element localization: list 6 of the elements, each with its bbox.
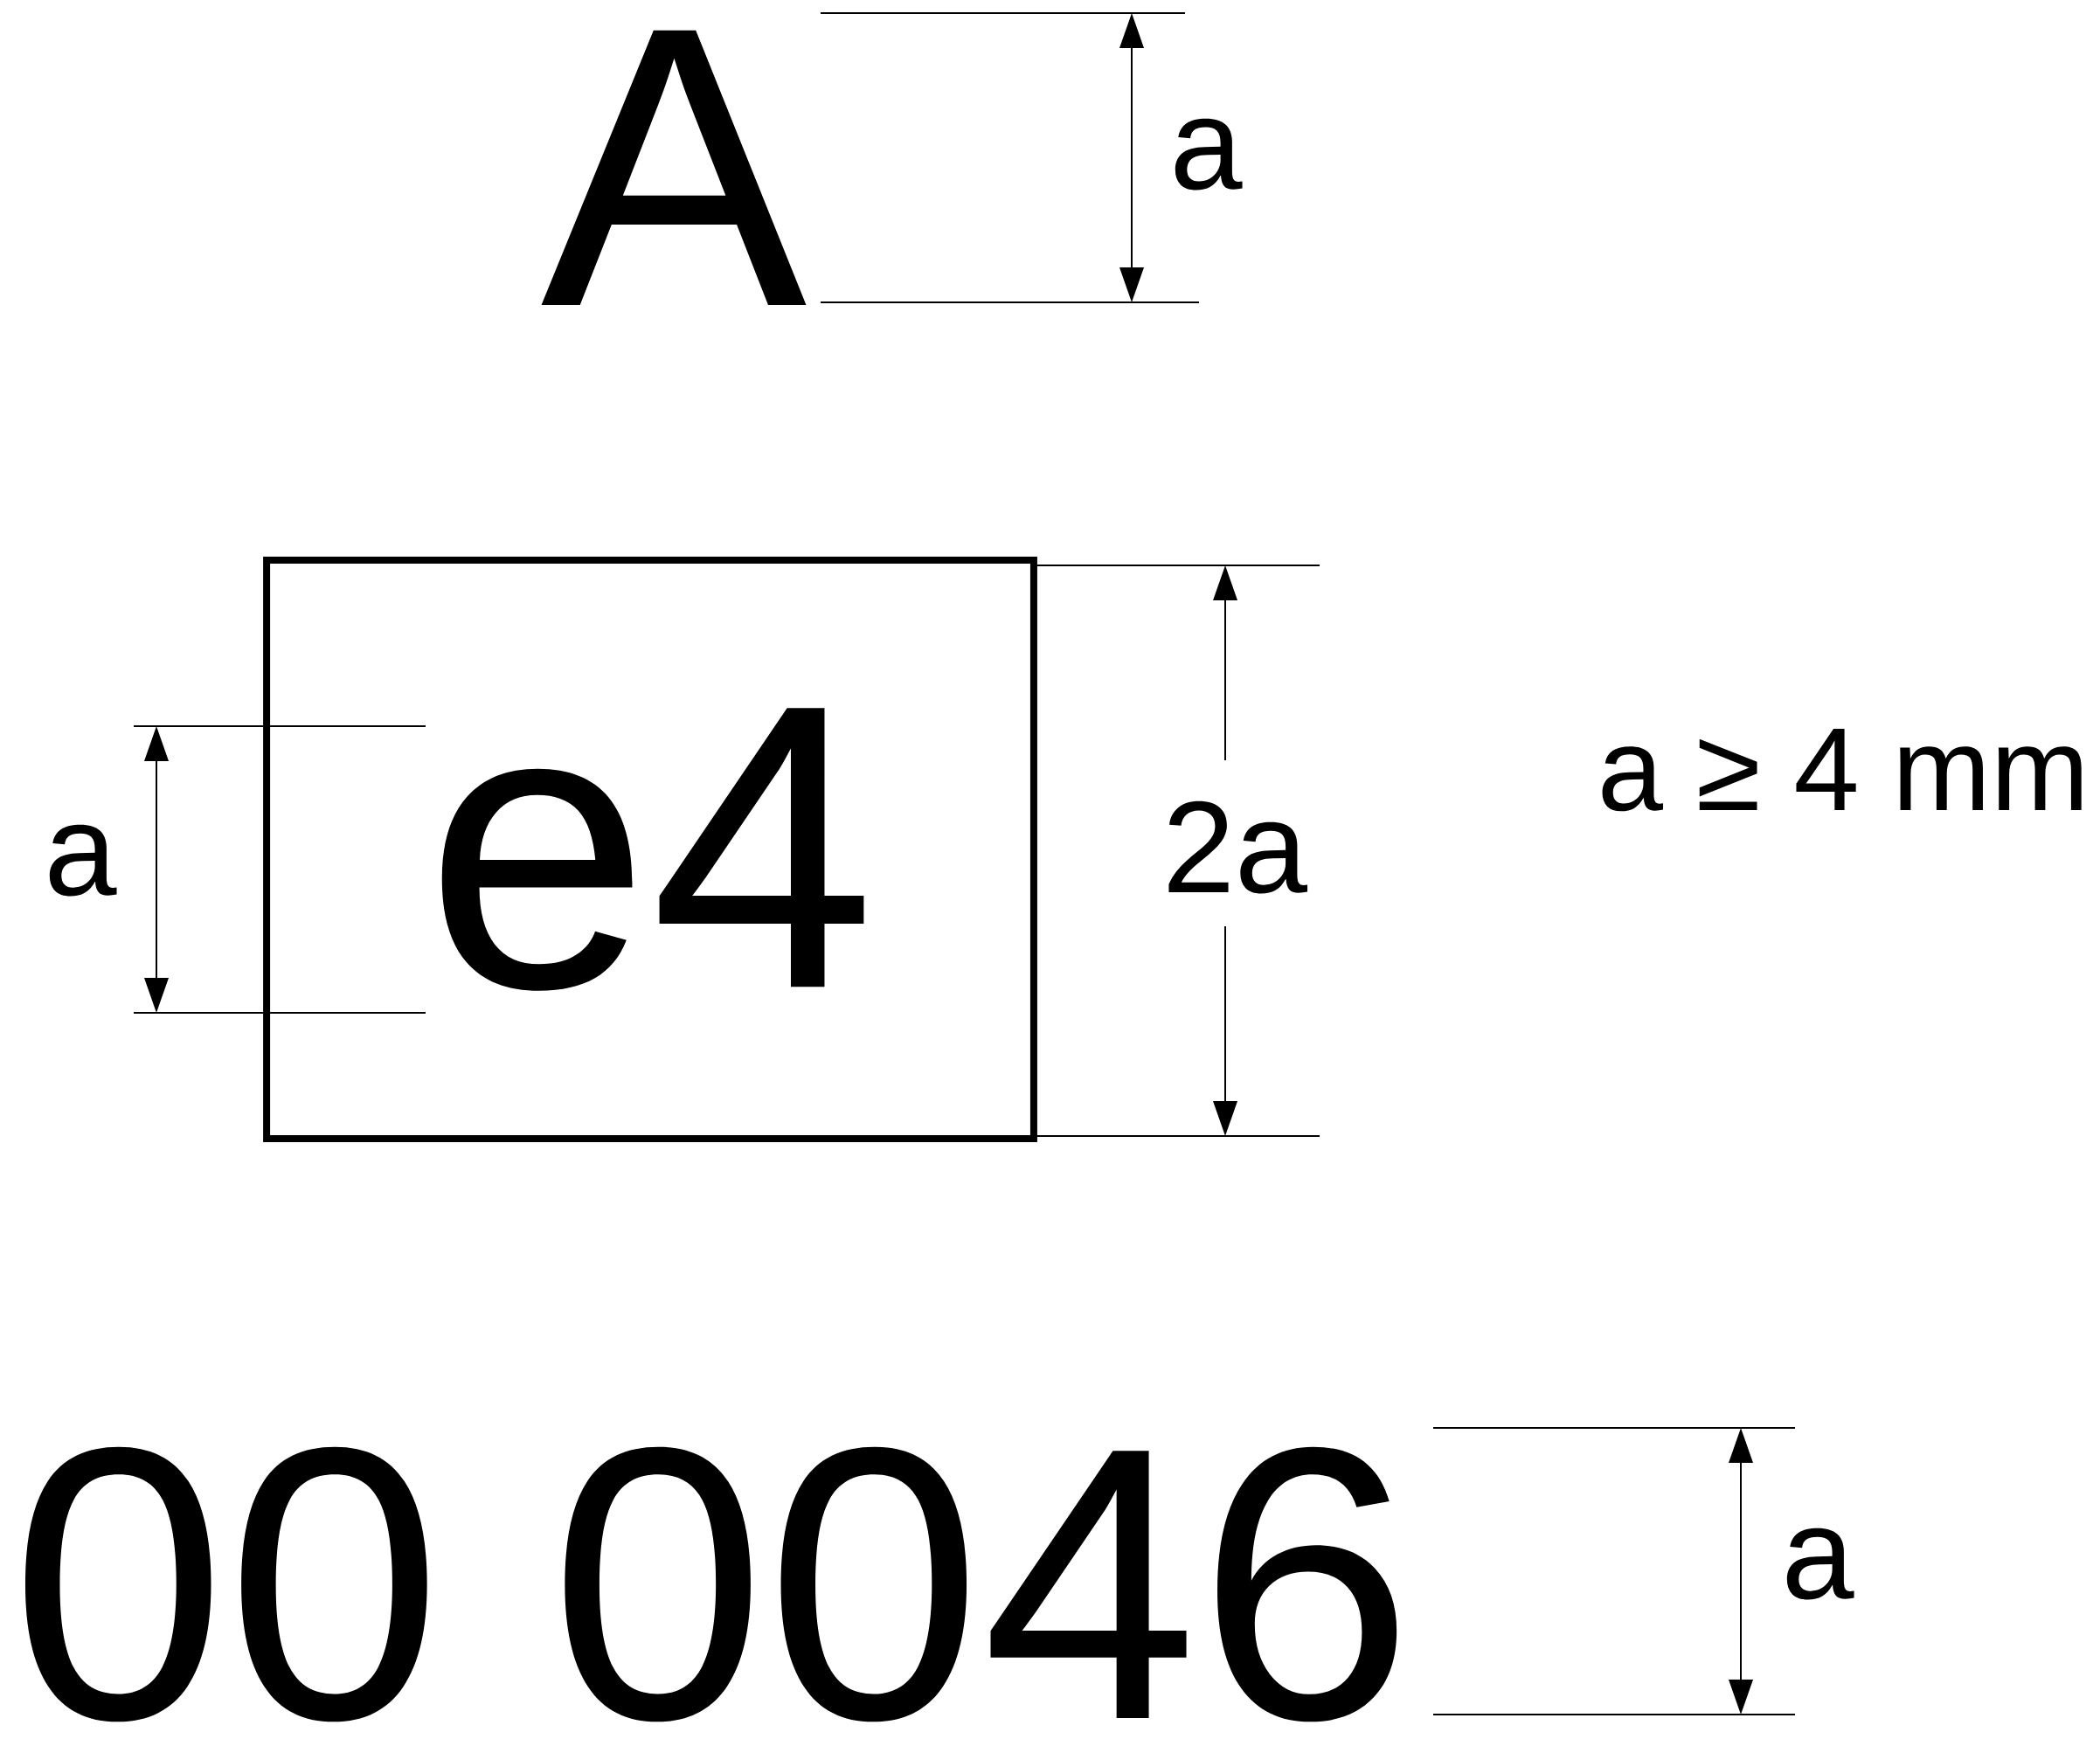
mark-box: e4 [263, 557, 1037, 1142]
dimension-label: a [49, 824, 117, 897]
dimension-label: a [1175, 118, 1243, 191]
dimension-label: 2a [1168, 800, 1308, 894]
dimension-label: a [1786, 1528, 1854, 1600]
size-note: a ≥ 4 mm [1602, 728, 2082, 812]
